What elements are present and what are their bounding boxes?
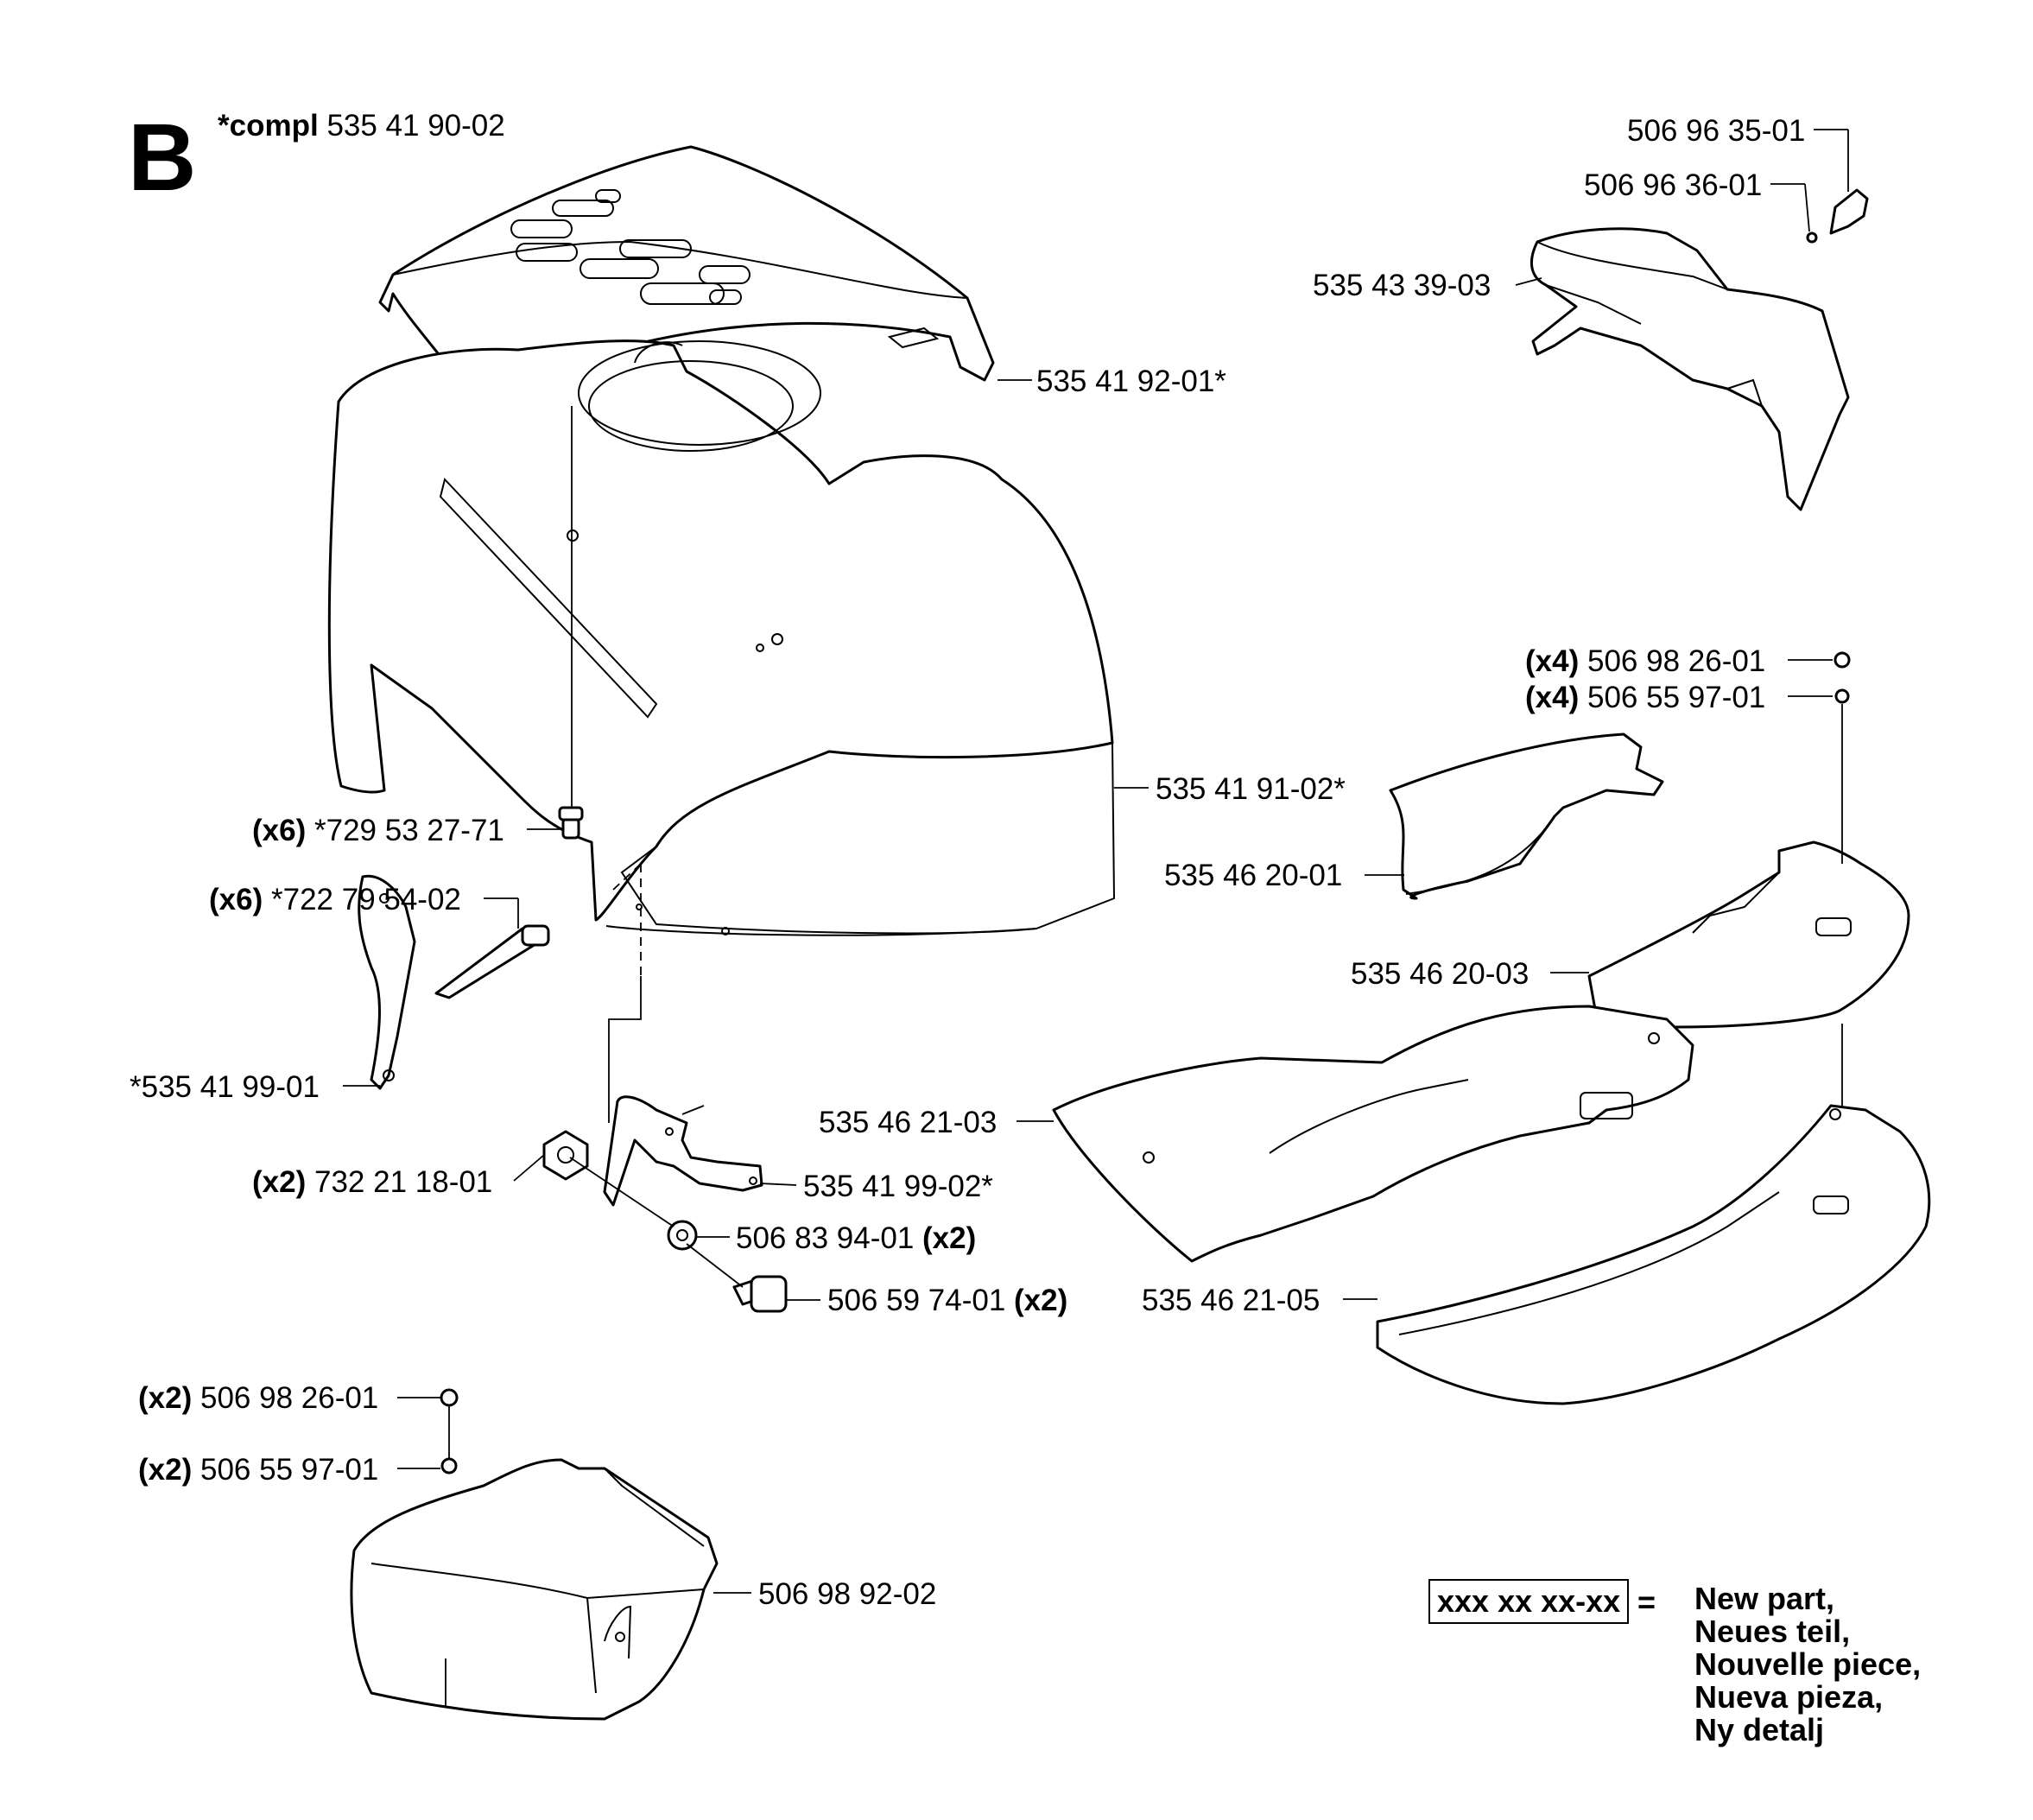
part-label-535462105[interactable]: 535 46 21-05	[1142, 1285, 1320, 1316]
legend-sample-box: xxx xx xx-xx	[1428, 1579, 1630, 1624]
part-label-506982601-x4[interactable]: (x4) 506 98 26-01	[1525, 646, 1765, 676]
part-label-535462103[interactable]: 535 46 21-03	[819, 1107, 997, 1138]
part-label-506982601-x2[interactable]: (x2) 506 98 26-01	[138, 1383, 378, 1413]
part-number: *722 79 54-02	[270, 883, 461, 916]
part-qty: (x2)	[1014, 1284, 1068, 1317]
part-label-535433903[interactable]: 535 43 39-03	[1313, 270, 1491, 301]
part-number: *535 41 99-01	[130, 1070, 320, 1104]
compl-prefix: *compl	[218, 109, 319, 143]
part-qty: (x6)	[209, 883, 263, 916]
part-label-722795402[interactable]: (x6) *722 79 54-02	[209, 885, 461, 915]
legend-equals: =	[1637, 1584, 1656, 1620]
part-number: 506 96 35-01	[1627, 114, 1806, 148]
compl-label: *compl 535 41 90-02	[218, 111, 505, 141]
part-label-506839401[interactable]: 506 83 94-01 (x2)	[736, 1223, 976, 1253]
part-number: 535 46 21-03	[819, 1106, 998, 1139]
part-number: 506 59 74-01	[827, 1284, 1006, 1317]
part-label-506559701-x4[interactable]: (x4) 506 55 97-01	[1525, 682, 1765, 713]
part-label-506963601[interactable]: 506 96 36-01	[1584, 170, 1762, 200]
part-label-535419902[interactable]: 535 41 99-02*	[803, 1171, 993, 1202]
part-number: 506 55 97-01	[1586, 681, 1766, 714]
legend-line: Neues teil,	[1694, 1614, 1851, 1649]
part-label-535419201[interactable]: 535 41 92-01*	[1036, 366, 1226, 396]
main-hood-part	[327, 339, 1116, 936]
mat-535462003-part	[1587, 840, 1910, 1029]
part-label-506559701-x2[interactable]: (x2) 506 55 97-01	[138, 1455, 378, 1485]
legend-line: New part,	[1694, 1581, 1835, 1616]
mat-535462103-part	[1052, 1005, 1694, 1263]
part-number: 506 98 92-02	[758, 1577, 937, 1611]
part-label-729532771[interactable]: (x6) *729 53 27-71	[252, 815, 504, 846]
part-number: 506 96 36-01	[1584, 168, 1763, 202]
part-number: 535 46 20-01	[1164, 859, 1343, 892]
part-qty: (x2)	[252, 1165, 307, 1199]
part-label-535419102[interactable]: 535 41 91-02*	[1156, 774, 1346, 804]
part-number: 535 41 99-02*	[803, 1170, 993, 1203]
part-number: 506 98 26-01	[1586, 644, 1766, 678]
part-label-535462003[interactable]: 535 46 20-03	[1351, 959, 1529, 989]
part-qty: (x2)	[138, 1453, 193, 1487]
part-number: 506 83 94-01	[736, 1221, 915, 1255]
top-cover-part	[378, 145, 995, 408]
part-label-535462001[interactable]: 535 46 20-01	[1164, 860, 1342, 891]
part-qty: (x4)	[1525, 644, 1580, 678]
right-hood-part	[1530, 227, 1850, 511]
part-label-506963501[interactable]: 506 96 35-01	[1627, 116, 1805, 146]
part-number: 732 21 18-01	[314, 1165, 493, 1199]
mat-535462105-part	[1376, 1104, 1931, 1405]
part-number: 506 98 26-01	[200, 1381, 379, 1415]
part-qty: (x2)	[138, 1381, 193, 1415]
part-label-732211801[interactable]: (x2) 732 21 18-01	[252, 1167, 492, 1197]
part-number: 535 41 92-01*	[1036, 365, 1226, 398]
part-number: 535 46 20-03	[1351, 957, 1530, 991]
part-number: 535 43 39-03	[1313, 269, 1492, 302]
part-number: *729 53 27-71	[314, 814, 504, 847]
bracket-right-part	[603, 1095, 763, 1207]
compl-number: 535 41 90-02	[326, 109, 505, 143]
part-number: 535 41 91-02*	[1156, 772, 1346, 806]
part-qty: (x2)	[922, 1221, 977, 1255]
part-label-535419901[interactable]: *535 41 99-01	[130, 1072, 320, 1102]
bracket-left-part	[358, 874, 416, 1090]
part-number: 535 46 21-05	[1142, 1284, 1320, 1317]
lower-cover-part	[350, 1458, 719, 1721]
leader-lines	[343, 129, 1849, 1706]
part-qty: (x4)	[1525, 681, 1580, 714]
part-label-506989202[interactable]: 506 98 92-02	[758, 1579, 936, 1609]
legend-line: Nueva pieza,	[1694, 1679, 1884, 1715]
legend-line: Ny detalj	[1694, 1712, 1825, 1747]
part-number: 506 55 97-01	[200, 1453, 379, 1487]
legend-text: New part, Neues teil, Nouvelle piece, Nu…	[1694, 1582, 1921, 1747]
section-letter: B	[128, 105, 197, 211]
legend-line: Nouvelle piece,	[1694, 1646, 1922, 1682]
part-label-506597401[interactable]: 506 59 74-01 (x2)	[827, 1285, 1067, 1316]
part-qty: (x6)	[252, 814, 307, 847]
mat-535462001-part	[1389, 732, 1664, 900]
